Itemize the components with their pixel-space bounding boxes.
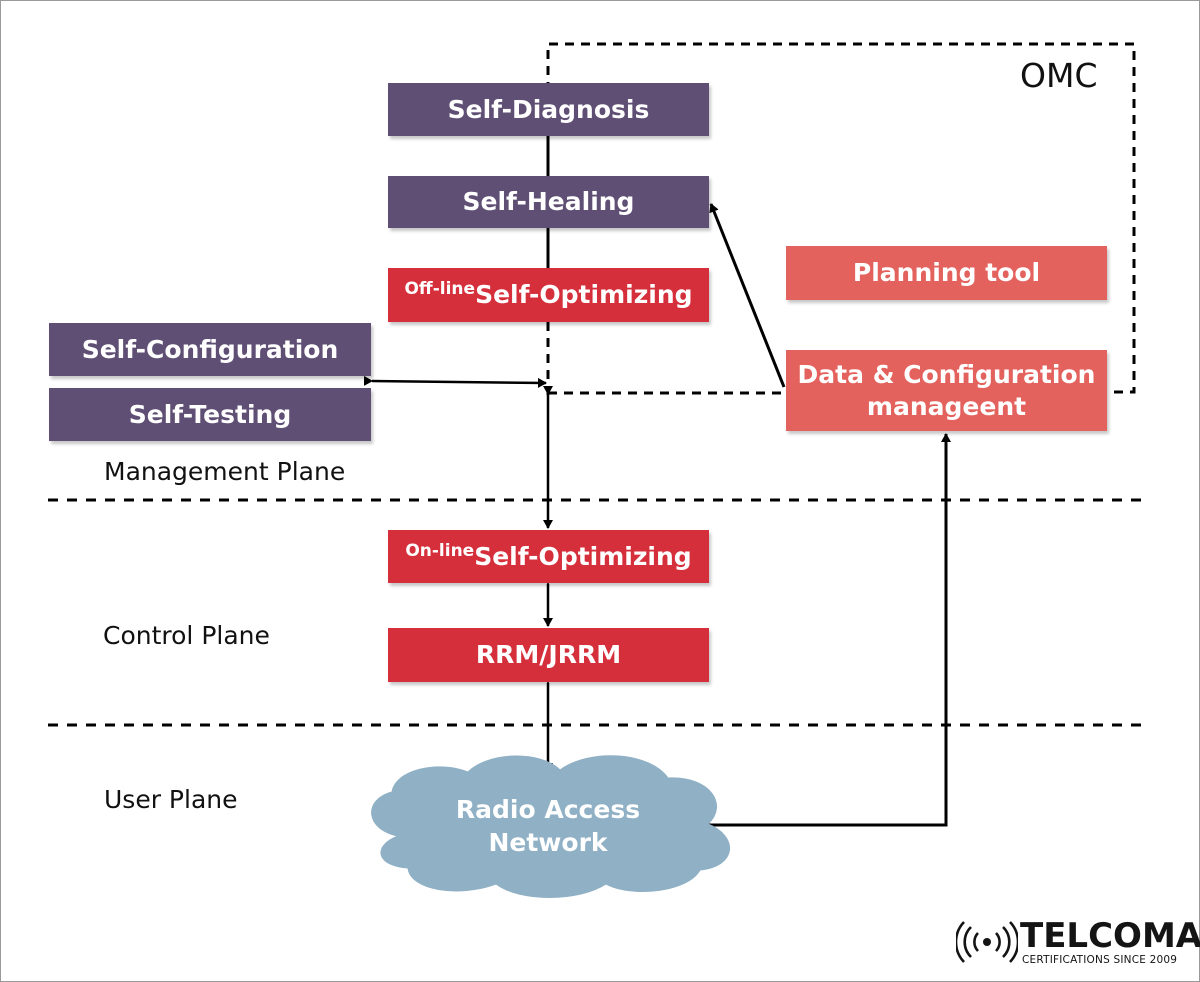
omc-label: OMC bbox=[1020, 56, 1098, 95]
logo-name: TELCOMA bbox=[1020, 916, 1200, 956]
planning-tool-box: Planning tool bbox=[786, 246, 1107, 300]
planning-tool-label: Planning tool bbox=[852, 258, 1041, 288]
offline-self-optimizing-box: Off-lineSelf-Optimizing bbox=[388, 268, 709, 322]
self-testing-box: Self-Testing bbox=[49, 388, 371, 441]
arrow-dataconfig-healing bbox=[709, 203, 786, 388]
self-diagnosis-label: Self-Diagnosis bbox=[447, 94, 650, 124]
online-self-optimizing-box: On-lineSelf-Optimizing bbox=[388, 530, 709, 583]
self-configuration-box: Self-Configuration bbox=[49, 323, 371, 376]
management-plane-label: Management Plane bbox=[104, 457, 346, 486]
signal-broadcast-icon bbox=[956, 921, 1018, 963]
offline-self-optimizing-label: Self-Optimizing bbox=[475, 280, 693, 310]
offline-prefix: Off-line bbox=[404, 279, 476, 300]
rrm-jrrm-box: RRM/JRRM bbox=[388, 628, 709, 682]
self-diagnosis-box: Self-Diagnosis bbox=[388, 83, 709, 136]
ran-label-line2: Network bbox=[488, 827, 608, 857]
rrm-jrrm-label: RRM/JRRM bbox=[475, 640, 622, 670]
self-testing-label: Self-Testing bbox=[128, 399, 292, 429]
data-configuration-label-line1: Data & Configuration bbox=[797, 360, 1096, 390]
arrow-ran-dataconfig bbox=[705, 433, 951, 827]
telcoma-logo: TELCOMA CERTIFICATIONS SINCE 2009 bbox=[956, 916, 1200, 970]
data-configuration-management-box: Data & Configuration manageent bbox=[786, 350, 1107, 431]
arrow-config-omc bbox=[363, 375, 547, 388]
online-self-optimizing-label: Self-Optimizing bbox=[474, 541, 692, 571]
radio-access-network-label: Radio Access Network bbox=[410, 794, 686, 859]
self-healing-box: Self-Healing bbox=[388, 176, 709, 228]
self-healing-label: Self-Healing bbox=[462, 187, 635, 217]
logo-tagline: CERTIFICATIONS SINCE 2009 bbox=[1022, 954, 1178, 966]
self-configuration-label: Self-Configuration bbox=[81, 334, 339, 364]
online-prefix: On-line bbox=[405, 540, 475, 561]
ran-label-line1: Radio Access bbox=[455, 795, 641, 824]
user-plane-label: User Plane bbox=[104, 785, 238, 814]
control-plane-label: Control Plane bbox=[103, 621, 270, 650]
data-configuration-label-line2: manageent bbox=[866, 391, 1027, 421]
radio-access-network-cloud bbox=[371, 755, 731, 898]
omc-boundary bbox=[546, 42, 1136, 395]
